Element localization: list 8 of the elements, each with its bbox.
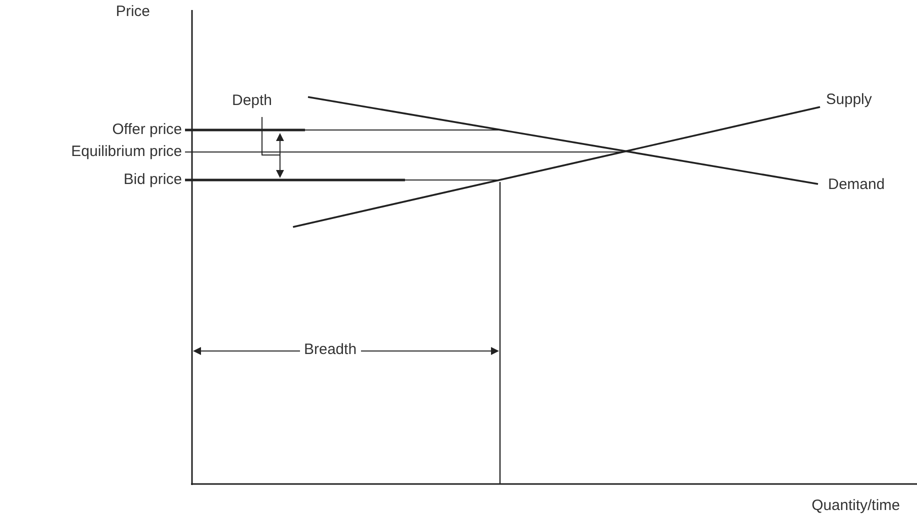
dimension-label: Depth: [232, 92, 272, 110]
price-level-label: Offer price: [112, 121, 182, 139]
axis-label: Price: [116, 3, 150, 21]
price-level-label: Equilibrium price: [71, 143, 182, 161]
curve-label: Supply: [826, 91, 872, 109]
curve-label: Demand: [828, 176, 885, 194]
axis-label: Quantity/time: [812, 497, 900, 515]
price-level-label: Bid price: [124, 171, 182, 189]
